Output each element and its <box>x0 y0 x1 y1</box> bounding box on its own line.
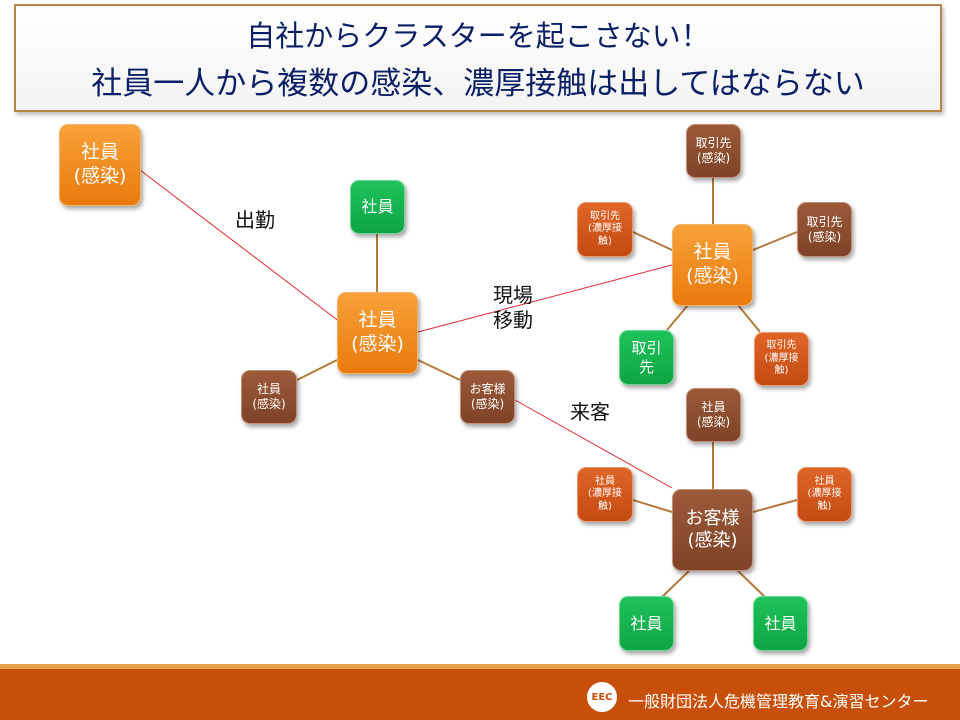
node-text: (濃厚接 <box>807 488 842 500</box>
node-text: お客様 <box>469 382 506 396</box>
node-customer-large: お客様 (感染) <box>672 489 753 571</box>
node-text: 社員 <box>361 197 394 216</box>
node-text: 社員 <box>80 141 119 164</box>
node-partner-left: 取引先 (濃厚接 触) <box>577 202 633 257</box>
node-text: (感染) <box>687 530 738 551</box>
node-text: 取引先 <box>766 340 797 352</box>
path-site-move <box>417 264 673 333</box>
node-employee-green-top: 社員 <box>350 180 405 234</box>
node-customer-small: お客様 (感染) <box>460 370 515 424</box>
title-line-2: 社員一人から複数の感染、濃厚接触は出してはならない <box>91 66 865 102</box>
edge-site-left <box>632 231 673 251</box>
node-text: (感染) <box>252 397 286 411</box>
path-commute <box>139 169 341 323</box>
node-text: 社員 <box>764 613 797 633</box>
node-text: (濃厚接 <box>588 223 622 235</box>
node-employee-left-cluster: 社員 (濃厚接 触) <box>577 467 633 522</box>
node-text: (感染) <box>696 151 731 165</box>
node-text: 取引先 <box>590 210 620 222</box>
node-text: 取引先 <box>806 214 843 229</box>
node-text: (感染) <box>696 415 731 429</box>
node-employee-green-bl: 社員 <box>619 596 674 651</box>
node-employee-green-br: 社員 <box>753 596 808 651</box>
node-employee-origin: 社員 (感染) <box>59 124 141 206</box>
node-text: お客様 <box>685 507 740 529</box>
node-employee-site: 社員 (感染) <box>672 224 753 306</box>
label-site-move-1: 現場 <box>493 283 533 307</box>
edge-cust-right <box>752 499 798 513</box>
node-text: 触) <box>598 500 612 512</box>
node-text: (感染) <box>351 333 404 355</box>
node-partner-green: 取引 先 <box>619 330 674 385</box>
node-text: 先 <box>638 357 654 376</box>
edge-site-lower-right <box>737 304 761 333</box>
node-text: 社員 <box>693 241 732 264</box>
edge-cust-left <box>632 499 673 513</box>
node-text: (感染) <box>807 229 842 244</box>
node-text: (濃厚接 <box>764 352 799 364</box>
edge-center-customer <box>417 359 461 381</box>
node-employee-right-cluster: 社員 (濃厚接 触) <box>797 467 852 522</box>
edge-site-right <box>752 231 798 251</box>
node-text: 社員 <box>358 309 397 332</box>
node-text: 社員 <box>595 475 615 487</box>
label-visit: 来客 <box>570 400 610 424</box>
node-text: (感染) <box>73 165 127 187</box>
edge-site-green <box>666 304 689 331</box>
node-employee-center: 社員 (感染) <box>337 292 418 374</box>
node-employee-left: 社員 (感染) <box>241 370 297 424</box>
node-text: 社員 <box>814 475 835 487</box>
node-text: 触) <box>774 365 789 377</box>
node-text: 取引先 <box>695 136 732 150</box>
node-partner-right: 取引先 (感染) <box>797 202 852 257</box>
edge-center-left <box>296 359 338 381</box>
node-text: 触) <box>817 500 832 512</box>
node-text: 触) <box>598 235 612 247</box>
node-text: 取引 <box>631 338 662 357</box>
label-site-move-2: 移動 <box>493 308 533 332</box>
title-box: 自社からクラスターを起こさない！ 社員一人から複数の感染、濃厚接触は出してはなら… <box>14 4 942 112</box>
node-text: (濃厚接 <box>588 488 622 500</box>
node-partner-lower-right: 取引先 (濃厚接 触) <box>754 332 809 386</box>
node-text: 社員 <box>256 382 281 396</box>
edge-cust-br <box>736 569 766 598</box>
edge-cust-bl <box>661 569 691 598</box>
logo-text: EEC <box>591 691 613 703</box>
node-employee-top-cluster: 社員 (感染) <box>686 388 741 442</box>
title-line-1: 自社からクラスターを起こさない！ <box>246 19 710 53</box>
footer-bar <box>0 664 960 720</box>
node-partner-top: 取引先 (感染) <box>686 124 741 178</box>
node-text: (感染) <box>686 265 739 287</box>
node-text: 社員 <box>630 613 663 633</box>
node-text: 社員 <box>701 400 726 414</box>
path-visit <box>514 399 673 489</box>
eec-logo: EEC <box>585 680 619 714</box>
node-text: (感染) <box>470 397 505 411</box>
label-commute: 出勤 <box>235 208 275 232</box>
organization-name: 一般財団法人危機管理教育&演習センター <box>628 692 929 711</box>
